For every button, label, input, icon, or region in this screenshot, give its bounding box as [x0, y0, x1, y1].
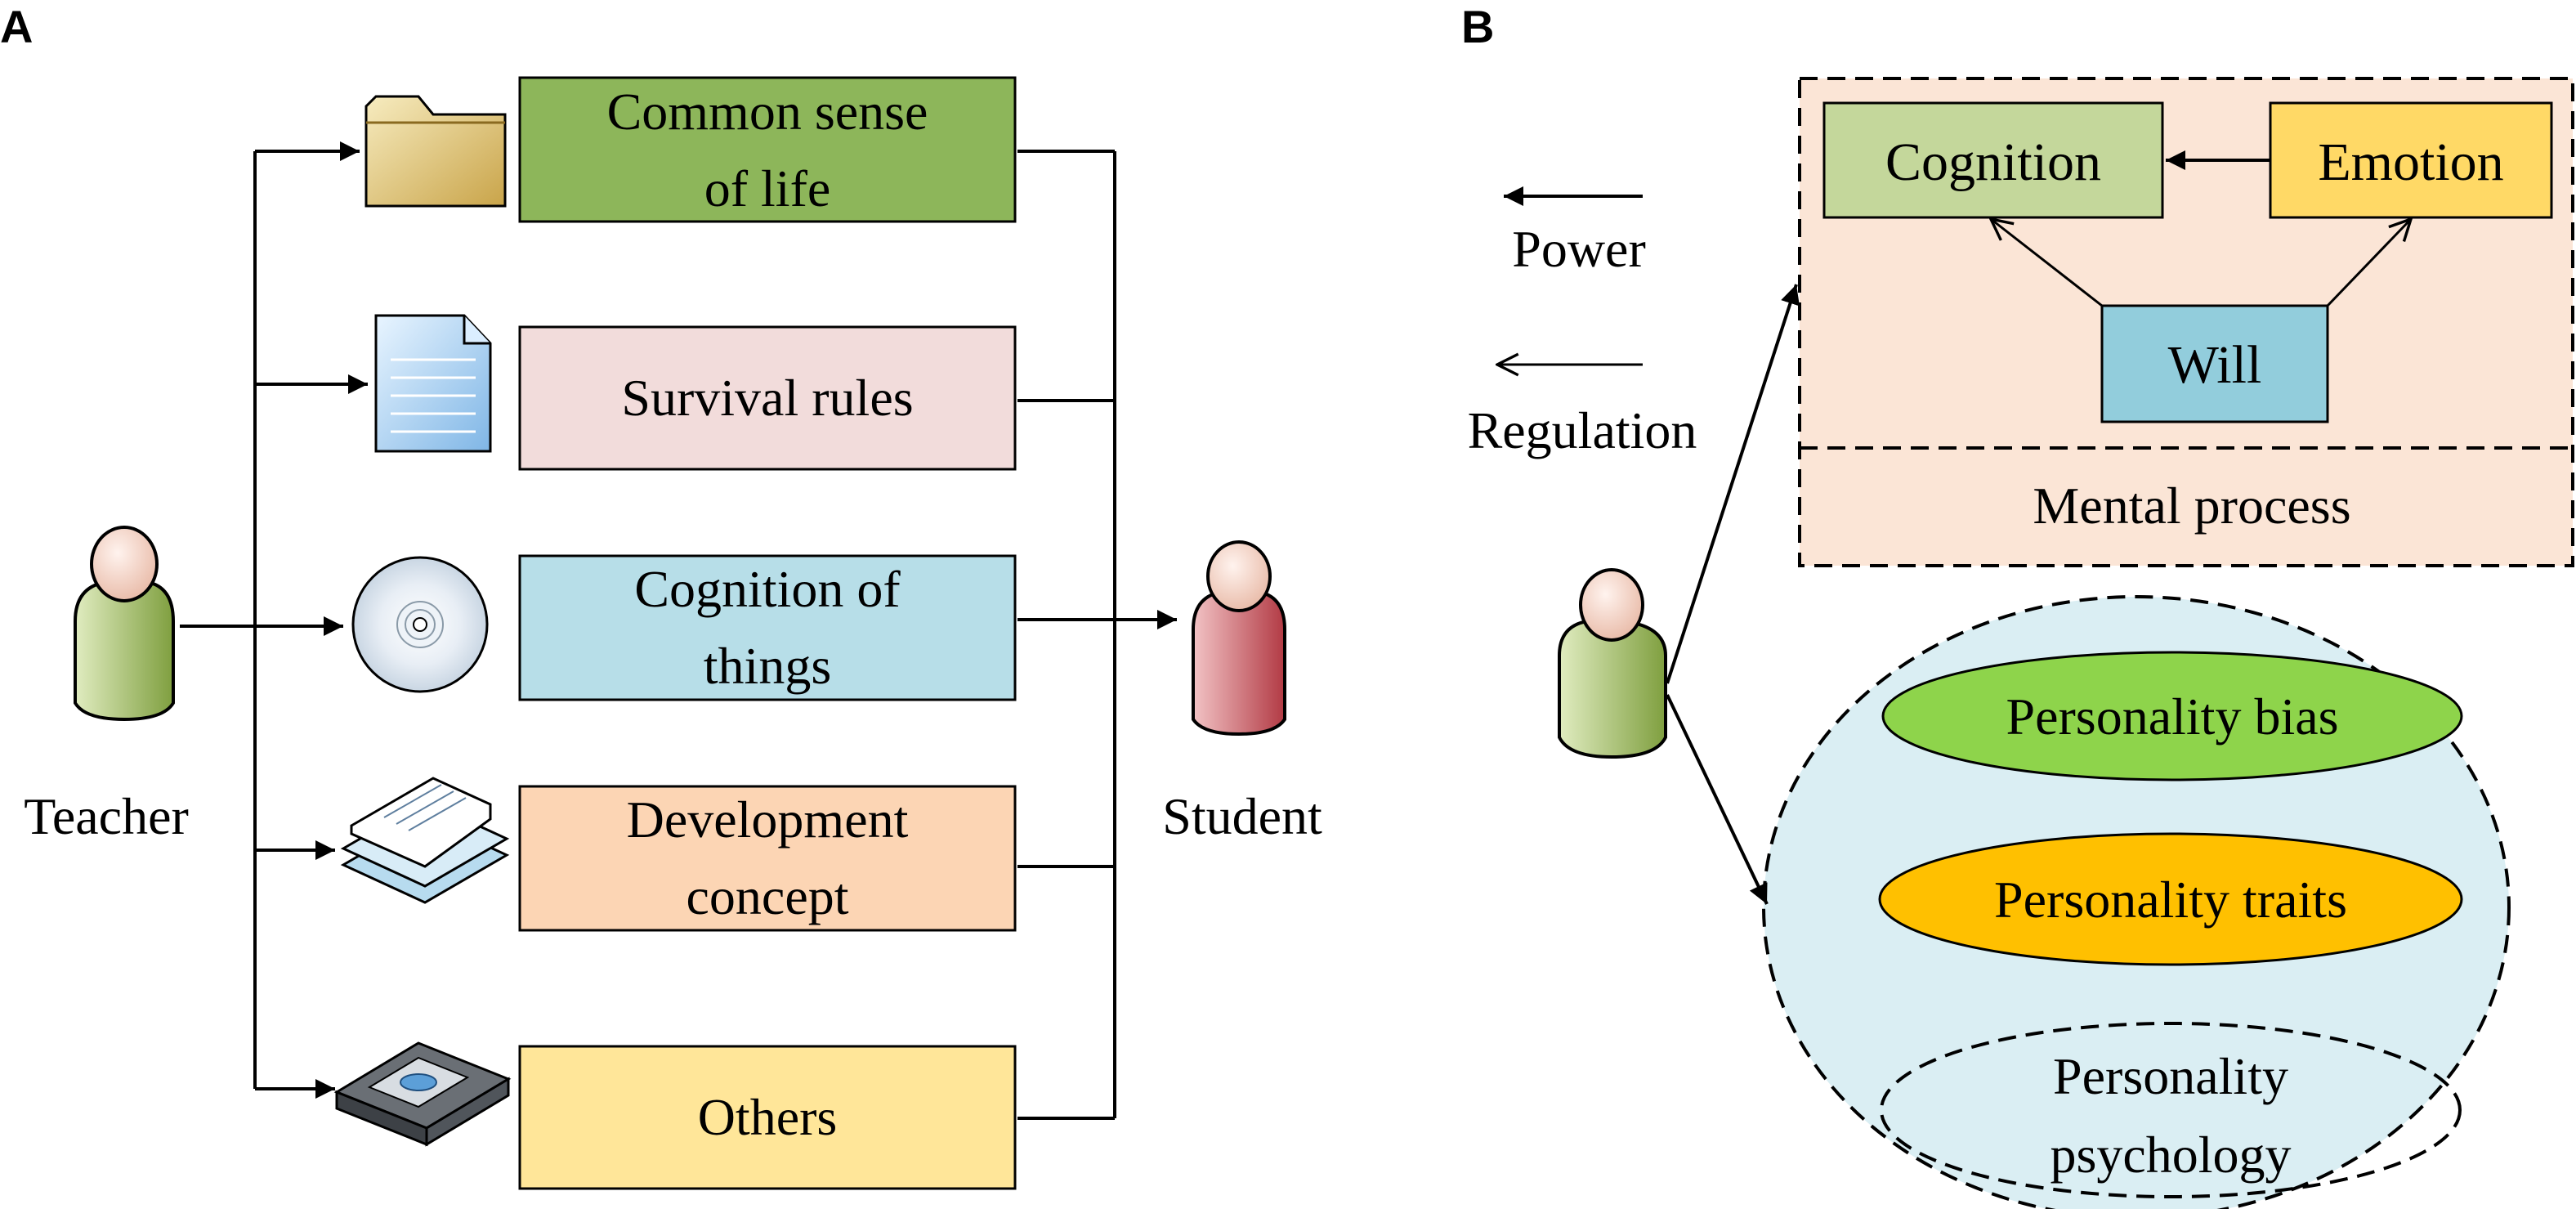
- box-label-line1: Others: [698, 1088, 838, 1146]
- personality-bias-label: Personality bias: [2006, 687, 2338, 746]
- folder-icon: [364, 95, 507, 208]
- knowledge-box-common-sense: Common sense of life: [518, 76, 1017, 223]
- personality-region: Personality bias Personality traits Pers…: [1762, 595, 2511, 1209]
- student-label: Student: [1162, 787, 1322, 845]
- will-label: Will: [2168, 335, 2262, 395]
- panel-a-letter: A: [0, 1, 33, 52]
- regulation-legend: Regulation: [1468, 365, 1697, 459]
- knowledge-box-survival-rules: Survival rules: [518, 325, 1017, 471]
- personality-psychology-ellipse: Personality psychology: [1880, 1022, 2462, 1198]
- student-icon: [1192, 540, 1286, 737]
- person-icon: [1558, 568, 1667, 759]
- box-label-line2: of life: [704, 159, 831, 217]
- cd-disc-icon: [351, 556, 489, 693]
- teacher-icon: [74, 526, 175, 722]
- emotion-box: Emotion: [2269, 101, 2553, 219]
- mental-process-title: Mental process: [2033, 477, 2350, 535]
- cognition-label: Cognition: [1885, 132, 2101, 192]
- knowledge-box-others: Others: [518, 1045, 1017, 1190]
- cognition-box: Cognition: [1822, 101, 2164, 219]
- personality-psychology-line1: Personality: [2053, 1047, 2288, 1105]
- regulation-label: Regulation: [1468, 401, 1697, 459]
- personality-traits-label: Personality traits: [1994, 871, 2347, 929]
- box-label-line2: things: [704, 637, 831, 695]
- knowledge-box-cognition-of-things: Cognition of things: [518, 554, 1017, 701]
- box-label-line1: Survival rules: [621, 369, 913, 427]
- will-box: Will: [2100, 304, 2329, 423]
- tape-drive-icon: [333, 1041, 512, 1147]
- power-legend: Power: [1504, 186, 1646, 278]
- emotion-label: Emotion: [2318, 132, 2503, 192]
- student-connector-lines: [1017, 150, 1177, 1120]
- box-label-line1: Cognition of: [634, 560, 901, 618]
- knowledge-box-development-concept: Development concept: [518, 785, 1017, 932]
- box-label-line1: Development: [627, 790, 909, 849]
- mental-process-arrows: [1991, 150, 2411, 307]
- person-to-region-arrows: [1666, 284, 1800, 905]
- personality-bias-ellipse: Personality bias: [1881, 651, 2463, 781]
- personality-traits-ellipse: Personality traits: [1878, 832, 2463, 966]
- document-icon: [374, 314, 492, 453]
- panel-b-letter: B: [1461, 1, 1494, 52]
- box-label-line2: concept: [686, 867, 849, 925]
- personality-psychology-line2: psychology: [2050, 1126, 2291, 1184]
- teacher-connector-lines: [180, 141, 368, 1099]
- power-label: Power: [1512, 220, 1646, 278]
- teacher-label: Teacher: [24, 787, 189, 845]
- box-label-line1: Common sense: [607, 83, 928, 141]
- stacked-papers-icon: [340, 777, 510, 904]
